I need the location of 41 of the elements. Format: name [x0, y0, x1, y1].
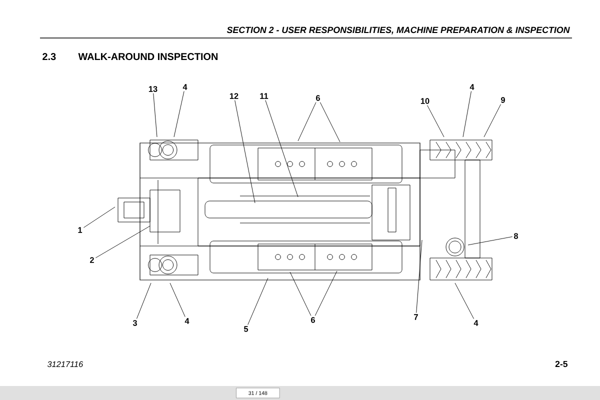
leader-line	[314, 270, 338, 316]
callout-number: 6	[311, 317, 315, 323]
section-number: 2.3	[42, 53, 56, 60]
document-number: 31217116	[47, 361, 84, 368]
leader-line	[234, 100, 256, 204]
callout-number: 4	[184, 318, 190, 324]
leader-line	[427, 105, 444, 138]
callout-number: 5	[244, 326, 248, 332]
page-number: 2-5	[555, 360, 568, 368]
leader-line	[95, 226, 150, 258]
leader-line	[320, 102, 340, 142]
leader-line	[298, 102, 316, 142]
callout-number: 4	[182, 84, 188, 90]
callout-number: 12	[230, 93, 238, 99]
callout-number: 3	[132, 320, 137, 326]
leader-line	[153, 93, 158, 138]
callout-number: 1	[78, 227, 82, 233]
leader-line	[462, 91, 472, 138]
leader-line	[174, 91, 184, 138]
leader-line	[170, 282, 186, 317]
leader-line	[83, 206, 116, 228]
callout-number: 10	[420, 98, 430, 104]
callout-number: 7	[414, 314, 418, 320]
callout-number: 4	[474, 320, 478, 326]
leader-line	[265, 100, 298, 198]
leader-line	[290, 272, 312, 316]
leader-line	[248, 278, 268, 325]
callout-number: 4	[470, 84, 474, 90]
leader-line	[416, 240, 422, 314]
leader-line	[454, 282, 474, 320]
callout-number: 11	[260, 93, 268, 99]
callout-number: 9	[501, 97, 505, 103]
leader-line	[136, 282, 152, 319]
leader-line	[484, 104, 502, 138]
callout-number: 13	[148, 86, 158, 92]
leader-line	[468, 236, 513, 246]
callout-number: 8	[514, 233, 518, 239]
section-header: SECTION 2 - USER RESPONSIBILITIES, MACHINE PREPARATION & INSPECTION	[226, 26, 570, 34]
callout-number: 2	[90, 257, 94, 263]
callout-number: 6	[316, 95, 320, 101]
page-title: WALK-AROUND INSPECTION	[78, 53, 218, 60]
